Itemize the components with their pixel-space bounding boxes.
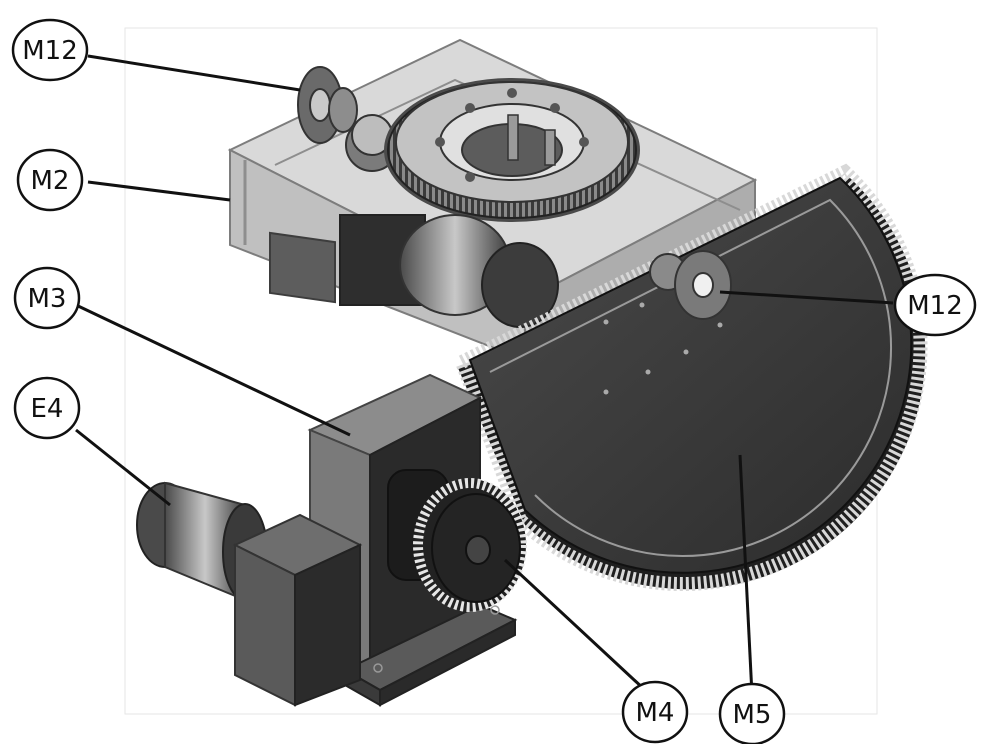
callout-e4: E4 [13,376,81,440]
callout-m5: M5 [718,682,786,744]
ring-gear-horizontal [384,78,640,222]
flange-right [649,250,732,320]
callout-m4: M4 [621,680,689,744]
spur-gear [387,469,527,612]
pinion-upper [345,114,399,172]
semicircle-gear-plate [453,163,928,592]
callout-label: M12 [22,36,78,66]
callout-label: M2 [31,166,70,196]
callout-label: M5 [733,700,772,730]
callout-m3: M3 [13,266,81,330]
callout-label: M4 [636,698,675,728]
flange-top [297,66,358,144]
leader-lines [75,54,894,696]
upper-motor [339,214,559,328]
callout-m12-top: M12 [11,18,89,82]
callout-label: M3 [28,284,67,314]
callout-label: E4 [31,394,64,424]
callout-m2: M2 [16,148,84,212]
callout-label: M12 [907,291,963,321]
callout-m12-right: M12 [893,273,977,337]
motor-adapter-box [232,513,363,707]
